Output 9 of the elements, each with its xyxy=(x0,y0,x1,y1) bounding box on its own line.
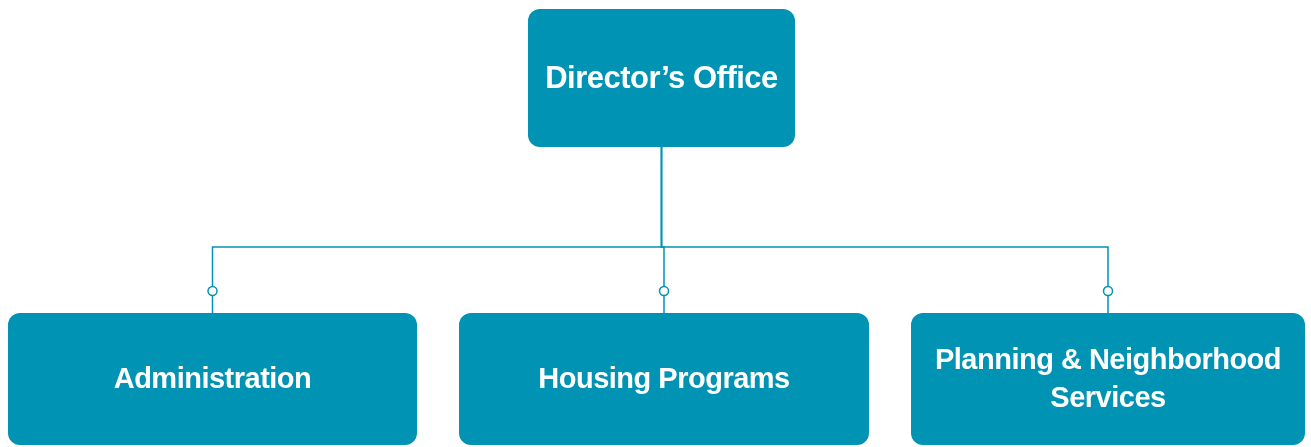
org-unit-box xyxy=(911,313,1305,445)
connector-line xyxy=(660,146,1114,314)
org-unit-box xyxy=(8,313,417,445)
org-unit-box xyxy=(459,313,869,445)
org-unit-box xyxy=(528,9,795,147)
unit-name: Director’s Office xyxy=(545,58,778,97)
unit-name: Planning & Neighborhood Services xyxy=(933,342,1283,415)
unit-name: Housing Programs xyxy=(538,361,790,397)
unit-name: Administration xyxy=(113,361,312,397)
